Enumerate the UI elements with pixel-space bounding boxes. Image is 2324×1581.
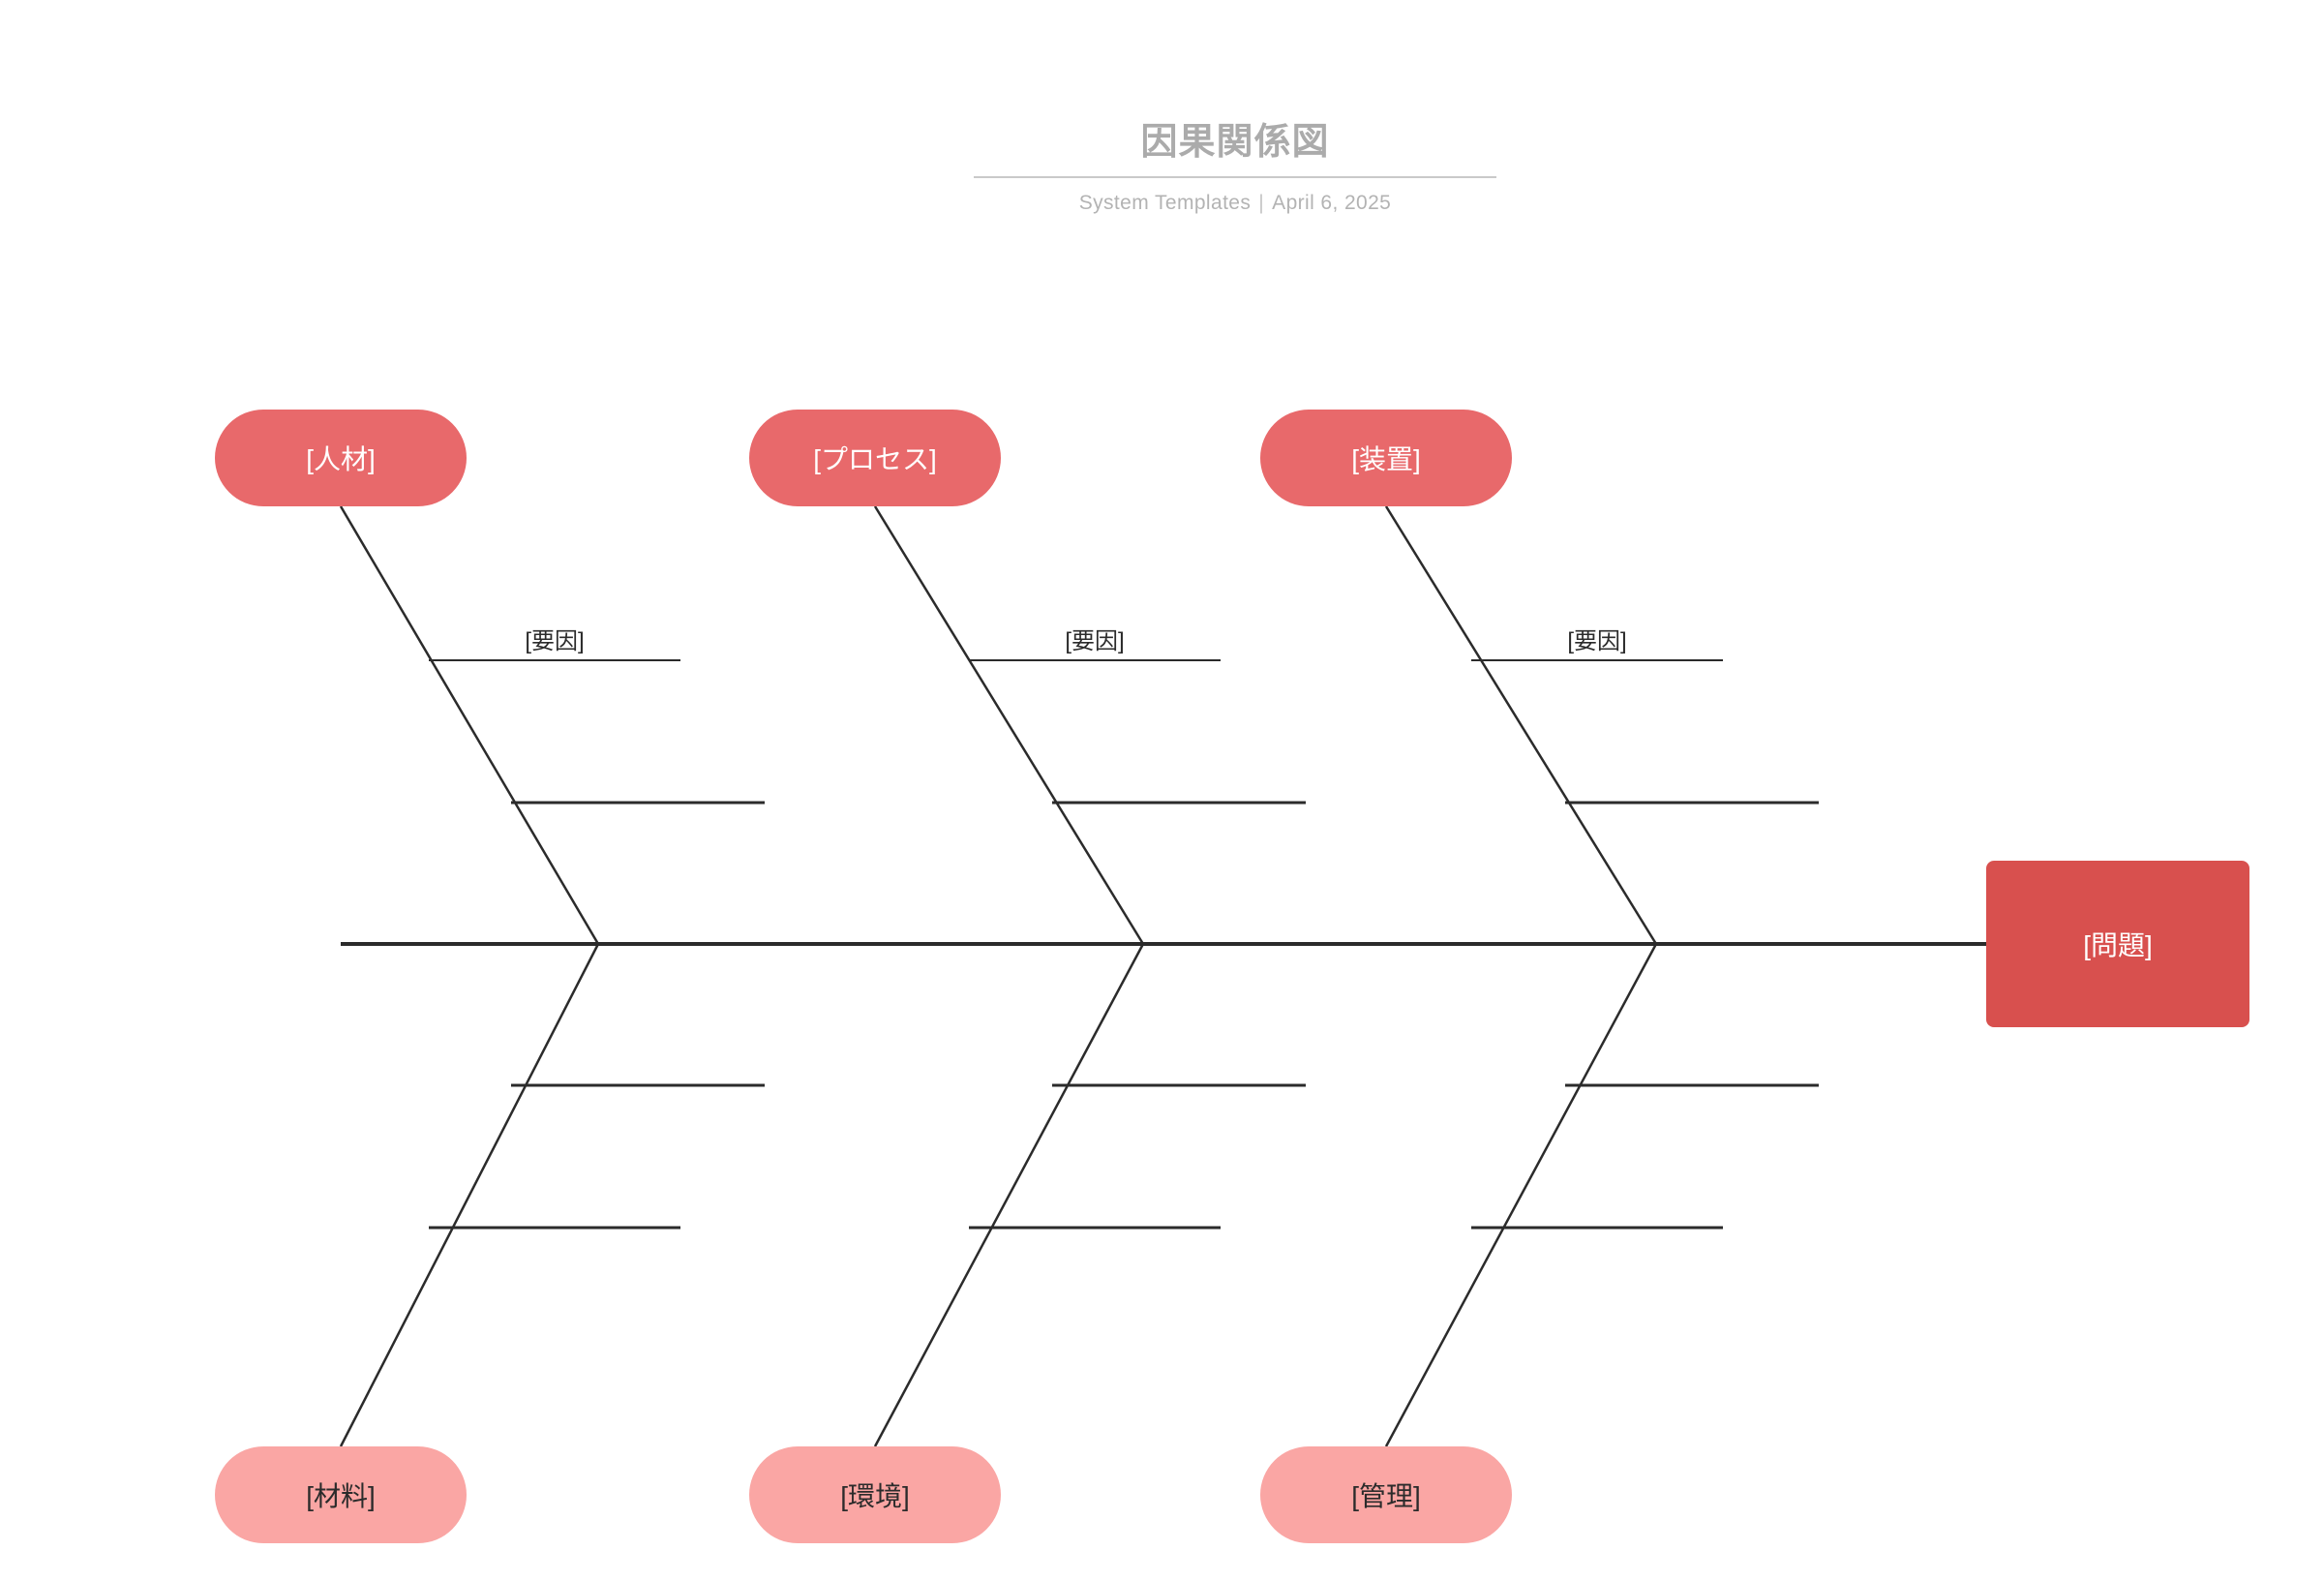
rib-line-top-2 — [873, 505, 1145, 945]
page-title: 因果関係図 — [974, 123, 1496, 178]
rib-line-top-1 — [339, 505, 600, 945]
rib-line-bottom-3 — [1384, 943, 1658, 1447]
category-box-bottom-3[interactable]: [管理] — [1260, 1446, 1512, 1543]
twig-label-2-1: [要因] — [1065, 628, 1125, 654]
page-header: 因果関係図 System Templates | April 6, 2025 — [974, 123, 1496, 215]
category-box-top-3[interactable]: [装置] — [1260, 410, 1512, 506]
twig-label-1-1: [要因] — [525, 628, 585, 654]
category-box-top-2[interactable]: [プロセス] — [749, 410, 1001, 506]
twig-label-3-1: [要因] — [1567, 628, 1627, 654]
subtitle-source: System Templates — [1078, 191, 1252, 214]
page-subtitle: System Templates | April 6, 2025 — [974, 192, 1496, 215]
category-box-bottom-1[interactable]: [材料] — [215, 1446, 467, 1543]
rib-line-bottom-2 — [873, 943, 1145, 1447]
category-box-bottom-2[interactable]: [環境] — [749, 1446, 1001, 1543]
rib-line-top-3 — [1384, 505, 1658, 945]
problem-box[interactable]: [問題] — [1986, 861, 2249, 1027]
subtitle-separator: | — [1258, 191, 1265, 214]
subtitle-date: April 6, 2025 — [1272, 191, 1392, 214]
category-box-top-1[interactable]: [人材] — [215, 410, 467, 506]
rib-line-bottom-1 — [339, 943, 600, 1447]
